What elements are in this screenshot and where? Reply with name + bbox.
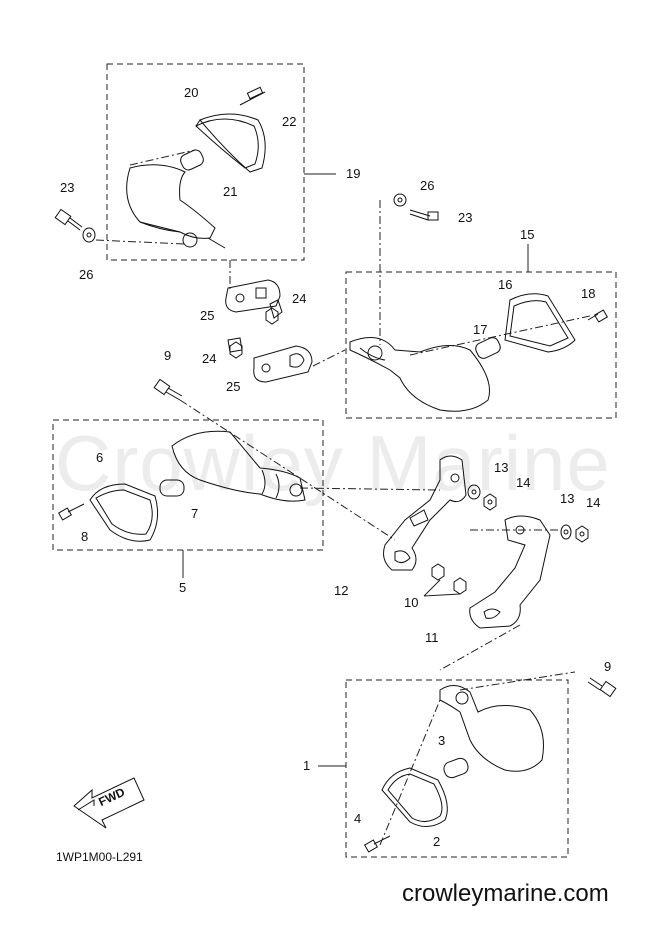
part-nut-24-upper — [265, 307, 279, 325]
part-bolt-9-upper — [153, 378, 183, 401]
part-group-1 — [363, 685, 544, 853]
callout-label: 14 — [516, 475, 531, 490]
part-nut-24-lower — [229, 341, 243, 359]
part-bracket-12 — [383, 455, 467, 571]
group-box-5 — [52, 419, 324, 551]
callout-label: 11 — [425, 630, 439, 645]
group-box-15 — [345, 271, 617, 419]
part-nut-14-lower — [575, 525, 589, 543]
part-bolt-23-right — [393, 193, 439, 221]
part-nut-14-upper — [483, 493, 497, 511]
callout-label: 18 — [581, 286, 596, 301]
watermark-text: Crowley Marine — [55, 419, 611, 507]
callout-label: 9 — [164, 348, 172, 363]
part-washer-13-lower — [560, 524, 572, 540]
callout-label: 12 — [334, 583, 349, 598]
callout-label: 8 — [81, 529, 89, 544]
callout-label: 14 — [586, 495, 601, 510]
callout-label: 26 — [420, 178, 435, 193]
part-nut-10-b — [453, 577, 467, 595]
callout-label: 5 — [179, 580, 187, 595]
callout-label: 6 — [96, 450, 104, 465]
group-box-1 — [345, 679, 569, 858]
callout-label: 21 — [223, 184, 238, 199]
callout-label: 10 — [404, 595, 419, 610]
callout-label: 16 — [498, 277, 513, 292]
callout-label: 23 — [60, 180, 75, 195]
diagram-code: 1WP1M00-L291 — [56, 850, 143, 864]
callout-label: 24 — [292, 291, 307, 306]
callout-label: 15 — [520, 227, 535, 242]
callout-label: 7 — [191, 506, 199, 521]
callout-label: 9 — [604, 659, 612, 674]
part-bracket-11 — [469, 515, 551, 629]
callout-label: 24 — [202, 351, 217, 366]
callout-label: 17 — [473, 322, 488, 337]
callout-label: 1 — [303, 758, 311, 773]
part-bolt-9-lower — [587, 677, 617, 698]
callout-label: 19 — [346, 166, 361, 181]
part-group-19 — [126, 86, 266, 249]
fwd-arrow-icon — [73, 777, 145, 829]
callout-label: 23 — [458, 210, 473, 225]
part-group-5 — [57, 430, 306, 542]
callout-label: 25 — [200, 308, 215, 323]
callout-label: 25 — [226, 379, 241, 394]
callout-label: 2 — [433, 834, 441, 849]
group-box-19 — [106, 63, 305, 261]
part-nut-10-a — [431, 563, 445, 581]
callout-label: 22 — [282, 114, 297, 129]
part-clamp-25-upper — [225, 279, 283, 319]
callout-label: 13 — [560, 491, 575, 506]
callout-label: 20 — [184, 85, 199, 100]
part-washer-13-upper — [467, 484, 481, 500]
callout-label: 13 — [494, 460, 509, 475]
callout-label: 4 — [354, 811, 362, 826]
callout-label: 26 — [79, 267, 94, 282]
website-link[interactable]: crowleymarine.com — [402, 880, 609, 907]
part-group-15 — [349, 293, 609, 412]
part-bolt-23-left — [54, 208, 96, 243]
callout-label: 3 — [438, 733, 446, 748]
